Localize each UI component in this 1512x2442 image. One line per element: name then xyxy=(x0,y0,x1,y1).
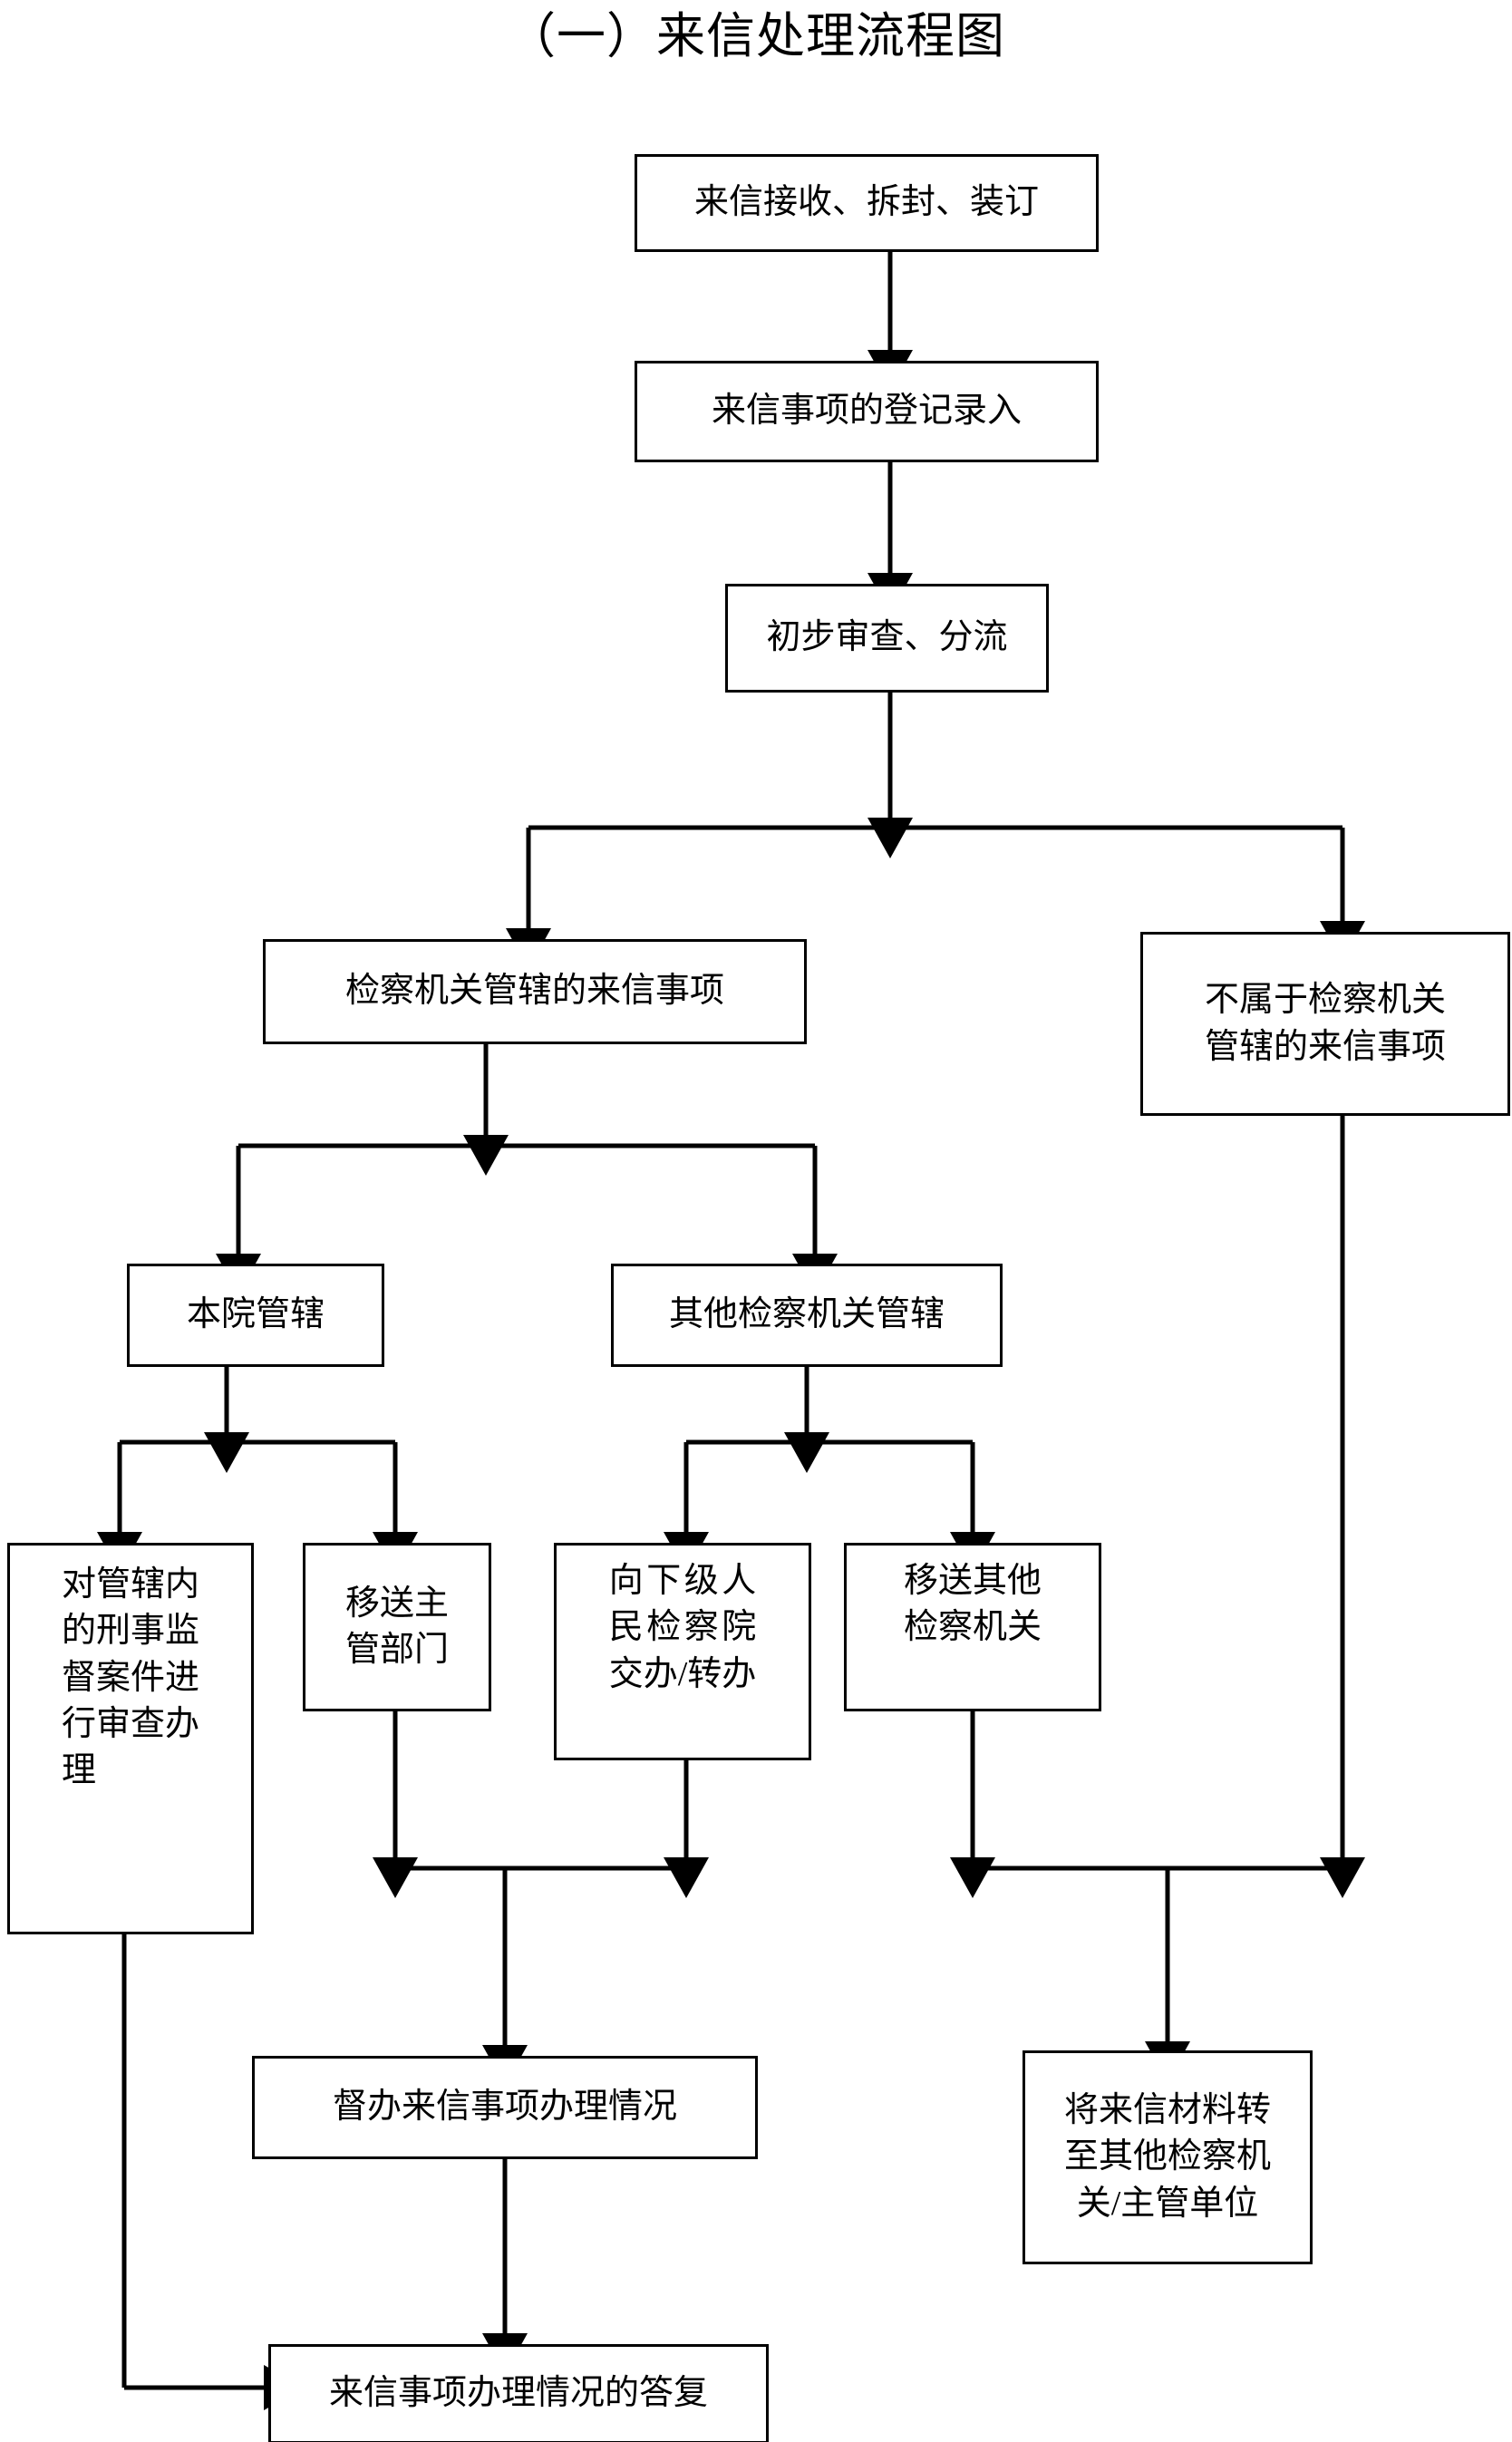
node-register[interactable]: 来信事项的登记录入 xyxy=(635,361,1099,462)
node-register-label: 来信事项的登记录入 xyxy=(711,392,1022,431)
node-supervise-label: 督办来信事项办理情况 xyxy=(332,2088,677,2127)
node-transfer-dept[interactable]: 移送主 管部门 xyxy=(303,1543,491,1711)
node-handle-criminal[interactable]: 对管辖内 的刑事监 督案件进 行审查办 理 xyxy=(7,1543,254,1934)
node-in-jurisdiction-label: 检察机关管辖的来信事项 xyxy=(344,972,724,1011)
node-forward-material[interactable]: 将来信材料转 至其他检察机 关/主管单位 xyxy=(1023,2050,1313,2264)
page-title: （一）来信处理流程图 xyxy=(507,9,1005,63)
node-own-court-label: 本院管辖 xyxy=(186,1295,325,1334)
node-assign-lower-label: 向下级人 民检察院 交办/转办 xyxy=(608,1562,757,1693)
node-other-organ-label: 其他检察机关管辖 xyxy=(668,1295,945,1334)
node-forward-material-label: 将来信材料转 至其他检察机 关/主管单位 xyxy=(1063,2091,1271,2223)
node-handle-criminal-label: 对管辖内 的刑事监 督案件进 行审查办 理 xyxy=(61,1565,199,1790)
node-transfer-organ-label: 移送其他 检察机关 xyxy=(903,1562,1042,1647)
node-reply[interactable]: 来信事项办理情况的答复 xyxy=(268,2344,769,2442)
node-in-jurisdiction[interactable]: 检察机关管辖的来信事项 xyxy=(263,939,807,1044)
node-receive-label: 来信接收、拆封、装订 xyxy=(693,183,1039,222)
node-supervise[interactable]: 督办来信事项办理情况 xyxy=(252,2056,758,2159)
node-out-jurisdiction[interactable]: 不属于检察机关 管辖的来信事项 xyxy=(1140,932,1510,1116)
node-transfer-dept-label: 移送主 管部门 xyxy=(344,1584,449,1669)
node-other-organ[interactable]: 其他检察机关管辖 xyxy=(611,1264,1003,1367)
node-own-court[interactable]: 本院管辖 xyxy=(127,1264,384,1367)
node-review-label: 初步审查、分流 xyxy=(766,618,1008,657)
node-reply-label: 来信事项办理情况的答复 xyxy=(328,2374,708,2413)
node-receive[interactable]: 来信接收、拆封、装订 xyxy=(635,154,1099,252)
node-out-jurisdiction-label: 不属于检察机关 管辖的来信事项 xyxy=(1204,981,1446,1066)
node-transfer-organ[interactable]: 移送其他 检察机关 xyxy=(844,1543,1101,1711)
node-review[interactable]: 初步审查、分流 xyxy=(725,584,1049,693)
node-assign-lower[interactable]: 向下级人 民检察院 交办/转办 xyxy=(554,1543,811,1760)
